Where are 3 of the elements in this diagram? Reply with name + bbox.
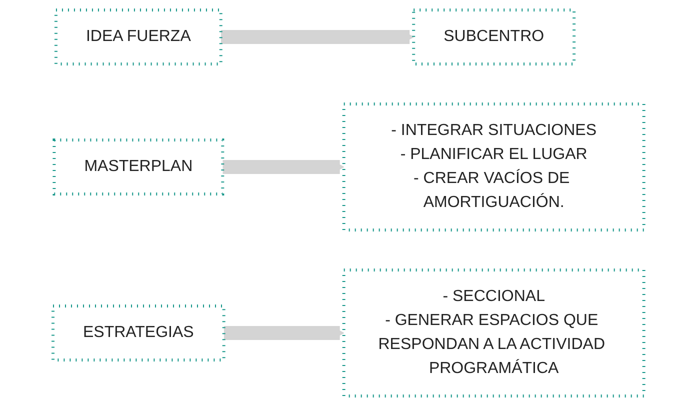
arrow: [222, 160, 344, 174]
arrow: [220, 30, 414, 44]
arrow: [224, 326, 344, 340]
